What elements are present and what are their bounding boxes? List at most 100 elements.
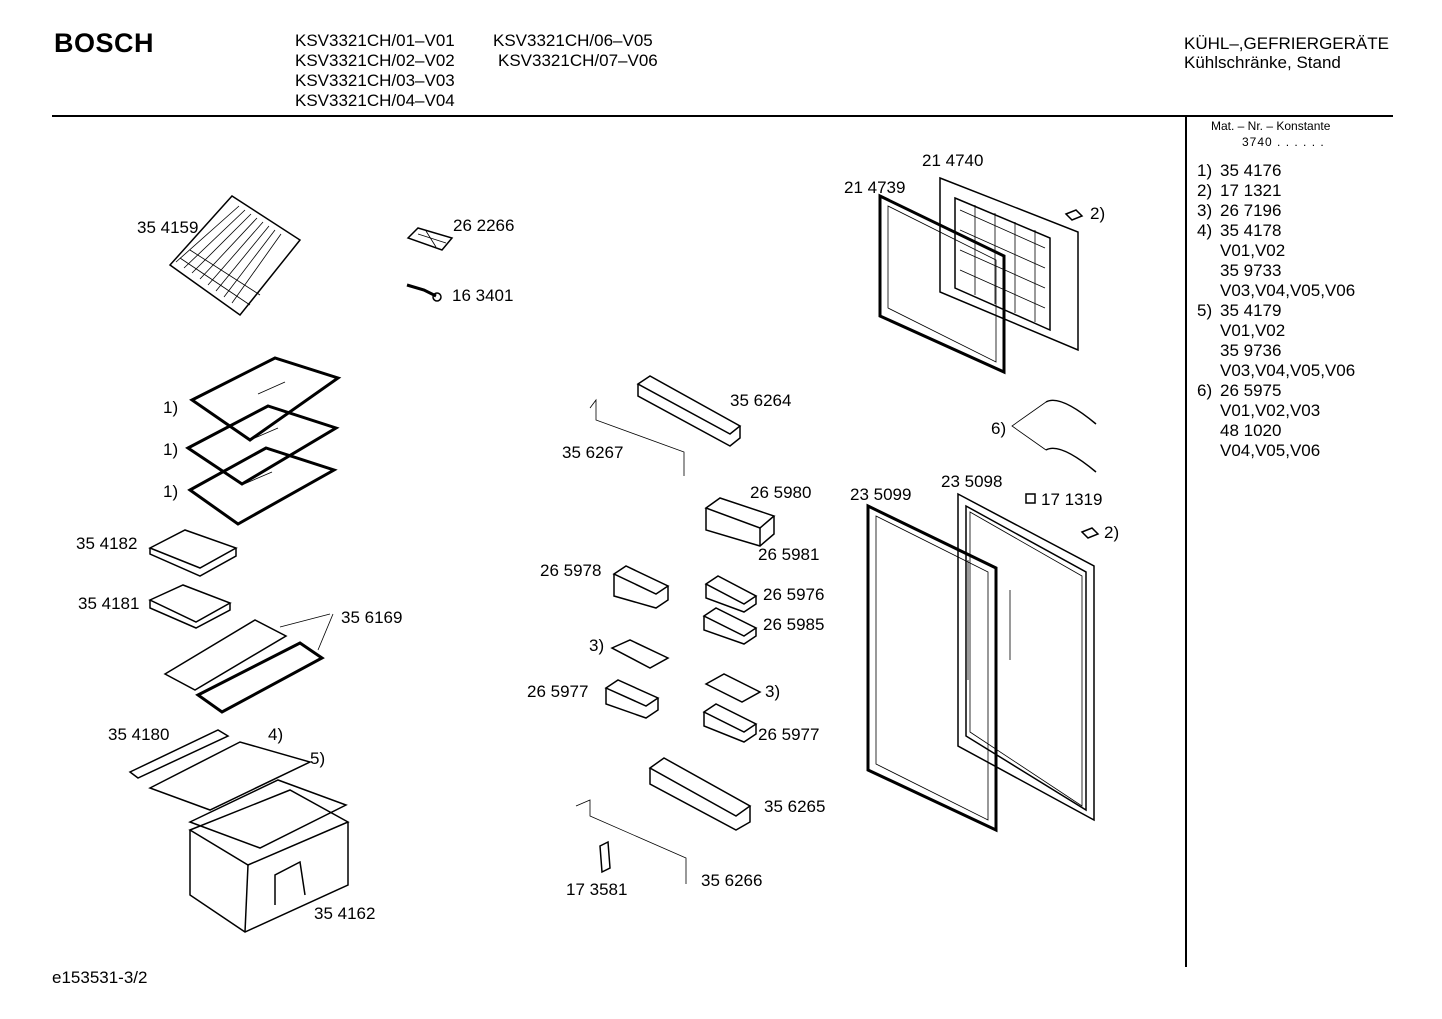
split-shelf (163, 613, 334, 714)
legend-part-number: V04,V05,V06 (1220, 441, 1321, 460)
legend-row: V01,V02 (1197, 241, 1355, 261)
legend-row: 5)35 4179 (1197, 301, 1355, 321)
reference-marker: 5) (310, 749, 325, 768)
crisper-drawer (188, 789, 350, 933)
legend-row: 4)35 4178 (1197, 221, 1355, 241)
clip (599, 840, 611, 874)
legend-row: V01,V02,V03 (1197, 401, 1355, 421)
retaining-rod (589, 398, 685, 476)
legend-row: 3) 26 7196 (1197, 201, 1355, 221)
reference-marker: 4) (268, 725, 283, 744)
legend-part-number: 17 1321 (1220, 181, 1282, 200)
model-list-secondary: KSV3321CH/06–V05 KSV3321CH/07–V06 (493, 31, 658, 71)
legend-row: 35 9733 (1197, 261, 1355, 281)
hinge-cover (1064, 209, 1100, 539)
legend-ref-number: 1) (1197, 161, 1213, 180)
reference-marker: 3) (589, 636, 604, 655)
legend-part-number: V01,V02 (1220, 321, 1286, 340)
legend-row: V03,V04,V05,V06 (1197, 361, 1355, 381)
door-bin (604, 679, 660, 719)
wire-shelf (168, 195, 302, 317)
legend-ref-number: 6) (1197, 381, 1213, 400)
part-label: 35 4159 (137, 218, 198, 237)
part-label: 35 6267 (562, 443, 623, 462)
legend-ref-number (1197, 361, 1220, 381)
butter-compartment (704, 497, 776, 547)
part-label: 23 5098 (941, 472, 1002, 491)
fridge-door-gasket (866, 503, 998, 833)
legend-row: V04,V05,V06 (1197, 441, 1355, 461)
legend-part-number: 48 1020 (1220, 421, 1282, 440)
crisper-cover (128, 729, 348, 849)
brand-logo: BOSCH (54, 28, 155, 58)
reference-marker: 6) (991, 419, 1006, 438)
legend-row: V01,V02 (1197, 321, 1355, 341)
legend-divider (1185, 116, 1187, 967)
shelf-tray (148, 529, 238, 577)
legend-ref-number: 5) (1197, 301, 1213, 320)
category-subtitle: Kühlschränke, Stand (1184, 53, 1341, 72)
hinge-bushing (1025, 493, 1036, 504)
legend-row: 2) 17 1321 (1197, 181, 1355, 201)
legend-part-number: 26 5975 (1220, 381, 1282, 400)
reference-marker: 2) (1104, 523, 1119, 542)
legend-part-number: 26 7196 (1220, 201, 1282, 220)
reference-marker: 3) (765, 682, 780, 701)
part-label: 26 5985 (763, 615, 824, 634)
legend-row: 6) 26 5975 (1197, 381, 1355, 401)
legend-ref-number (1197, 441, 1220, 461)
part-label: 35 4182 (76, 534, 137, 553)
bottle-retainer-rod (575, 799, 687, 884)
legend-ref-number (1197, 341, 1220, 361)
legend-row: 1)35 4176 (1197, 161, 1355, 181)
egg-tray (610, 639, 762, 703)
reference-marker: 1) (163, 440, 178, 459)
material-number-title: Mat. – Nr. – Konstante (1211, 119, 1331, 133)
part-label: 35 6264 (730, 391, 791, 410)
legend-ref-number (1197, 321, 1220, 341)
reference-marker: 2) (1090, 204, 1105, 223)
fridge-door (957, 492, 1095, 822)
legend-ref-number: 2) (1197, 181, 1213, 200)
legend-ref-number (1197, 421, 1220, 441)
legend-ref-number (1197, 401, 1220, 421)
part-label: 26 5977 (527, 682, 588, 701)
door-bin (612, 565, 670, 609)
ice-scraper (406, 283, 442, 302)
freezer-door-gasket (878, 193, 1006, 375)
door-handle (1011, 399, 1097, 473)
model-number: KSV3321CH/01–V01 (295, 31, 455, 50)
glass-shelf (185, 356, 342, 526)
part-label: 26 5981 (758, 545, 819, 564)
bottle-shelf (648, 757, 752, 831)
model-number: KSV3321CH/06–V05 (493, 31, 653, 50)
part-label: 35 4162 (314, 904, 375, 923)
part-label: 26 5976 (763, 585, 824, 604)
part-label: 21 4739 (844, 178, 905, 197)
exploded-parts-diagram: 35 4159 26 2266 16 3401 1) 1) 1) 35 4182… (76, 151, 1119, 933)
reference-marker: 1) (163, 398, 178, 417)
door-bin (702, 607, 758, 645)
legend-ref-number (1197, 281, 1220, 301)
document-id: e153531-3/2 (52, 968, 148, 987)
model-number: KSV3321CH/07–V06 (498, 51, 658, 70)
freezer-door (939, 176, 1079, 352)
legend-part-number: V03,V04,V05,V06 (1220, 281, 1356, 300)
part-label: 16 3401 (452, 286, 513, 305)
model-number: KSV3321CH/02–V02 (295, 51, 455, 70)
legend-part-number: V03,V04,V05,V06 (1220, 361, 1356, 380)
reference-marker: 1) (163, 482, 178, 501)
legend-ref-number: 3) (1197, 201, 1213, 220)
part-label: 26 5978 (540, 561, 601, 580)
model-number: KSV3321CH/04–V04 (295, 91, 455, 110)
door-bin (704, 575, 758, 613)
ice-cube-tray (406, 227, 454, 251)
legend-row: 48 1020 (1197, 421, 1355, 441)
product-category: KÜHL–,GEFRIERGERÄTE Kühlschränke, Stand (1184, 34, 1389, 72)
part-label: 23 5099 (850, 485, 911, 504)
part-label: 17 3581 (566, 880, 627, 899)
part-label: 26 5980 (750, 483, 811, 502)
legend-part-number: V01,V02 (1220, 241, 1286, 260)
part-label: 17 1319 (1041, 490, 1102, 509)
